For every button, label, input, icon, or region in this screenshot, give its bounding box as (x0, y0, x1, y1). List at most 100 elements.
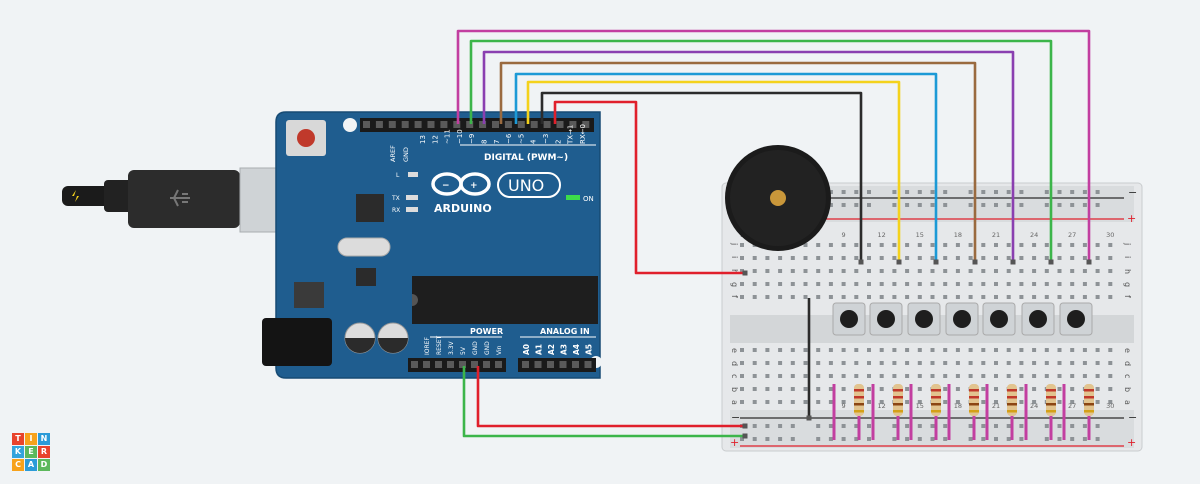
hole (765, 348, 770, 352)
rail-hole (917, 190, 922, 194)
hole (752, 269, 757, 273)
wire-gnd[interactable] (462, 366, 745, 438)
wire-blue[interactable] (514, 72, 938, 262)
push-buttons[interactable] (832, 302, 1093, 336)
hole (905, 243, 910, 247)
logo-letter: A (25, 459, 37, 471)
hole (930, 256, 935, 260)
hole (968, 348, 973, 352)
rail-hole (828, 424, 833, 428)
breadboard[interactable]: jjiihhggffeeddccbbaa13691215182124273091… (721, 182, 1143, 452)
rail-hole (841, 437, 846, 441)
hole (803, 295, 808, 299)
rail-hole (1057, 424, 1062, 428)
hole (841, 282, 846, 286)
column-number: 18 (954, 402, 962, 410)
hole (1032, 243, 1037, 247)
pin-hole (414, 121, 422, 128)
hole (1070, 400, 1075, 404)
logo-letter: T (12, 433, 24, 445)
hole (765, 374, 770, 378)
row-letter: e (730, 348, 739, 353)
digital-pin-label: TX→1 (567, 125, 575, 145)
hole (968, 361, 973, 365)
push-button[interactable] (1059, 302, 1093, 336)
reset-button-cap[interactable] (297, 129, 315, 147)
wire-black[interactable] (540, 91, 863, 262)
hole (879, 243, 884, 247)
rail-hole (765, 437, 770, 441)
hole (943, 400, 948, 404)
pin-hole (375, 121, 383, 128)
hole (841, 256, 846, 260)
digital-pin-label: RX←0 (579, 124, 587, 144)
power-label: POWER (470, 327, 503, 336)
row-letter: f (730, 295, 739, 298)
wire-magenta[interactable] (456, 29, 1091, 262)
rail-hole (917, 437, 922, 441)
hole (1032, 348, 1037, 352)
pin-hole (459, 361, 466, 368)
hole (930, 269, 935, 273)
row-letter: c (730, 374, 739, 378)
hole (1044, 374, 1049, 378)
wires[interactable] (456, 29, 1091, 438)
pin-hole (453, 121, 461, 128)
hole (905, 374, 910, 378)
wire-brown[interactable] (499, 61, 977, 262)
hole (867, 387, 871, 391)
hole (778, 348, 783, 352)
wire-green[interactable] (469, 39, 1053, 262)
hole (752, 348, 757, 352)
wire-5v[interactable] (476, 366, 745, 428)
hole (1019, 361, 1024, 365)
hole (778, 256, 783, 260)
pin-hole (411, 361, 418, 368)
hole (917, 374, 922, 378)
row-letter: d (730, 361, 739, 366)
wire-purple[interactable] (482, 50, 1015, 262)
lightning-icon (72, 190, 79, 202)
hole (752, 256, 757, 260)
rail-hole (968, 437, 973, 441)
rail-hole (892, 203, 897, 207)
rail-hole (905, 437, 910, 441)
wire-endpoints (742, 259, 1092, 439)
rail-hole (930, 203, 935, 207)
logo-letter: R (38, 446, 50, 458)
analog-header[interactable] (518, 358, 596, 372)
hole (765, 269, 770, 273)
rail-hole (841, 424, 846, 428)
push-button[interactable] (982, 302, 1016, 336)
power-pin-label: RESET (436, 335, 443, 355)
hole (1057, 387, 1062, 391)
hole (1082, 348, 1087, 352)
power-header[interactable] (408, 358, 506, 372)
rail-hole (981, 437, 986, 441)
rail-hole (854, 190, 859, 194)
on-led (566, 195, 580, 200)
push-button[interactable] (832, 302, 866, 336)
rail-hole (816, 424, 821, 428)
wire-red-pin3[interactable] (553, 100, 745, 275)
column-number: 27 (1068, 402, 1076, 410)
hole (905, 256, 910, 260)
piezo-buzzer[interactable] (725, 145, 831, 251)
hole (994, 400, 998, 404)
push-button[interactable] (869, 302, 903, 336)
mount-hole (343, 118, 357, 132)
push-button[interactable] (945, 302, 979, 336)
row-letter: i (1123, 256, 1132, 258)
wire-end (858, 259, 864, 265)
hole (816, 243, 821, 247)
hole (778, 374, 783, 378)
push-button[interactable] (907, 302, 941, 336)
hole (981, 269, 986, 273)
push-button[interactable] (1021, 302, 1055, 336)
hole (828, 295, 833, 299)
digital-pin-label: ~3 (542, 134, 550, 144)
wire-yellow[interactable] (526, 80, 901, 262)
hole (1006, 282, 1011, 286)
hole (790, 295, 795, 299)
